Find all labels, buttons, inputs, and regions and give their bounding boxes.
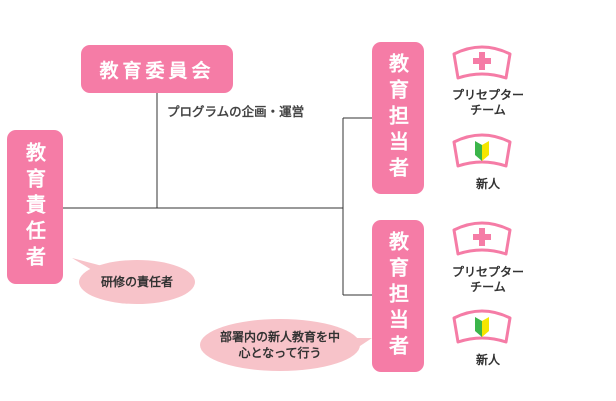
newbie-label-lower: 新人: [475, 353, 500, 367]
head-role-text: 研修の責任者: [100, 275, 173, 289]
beginner-mark-icon: [452, 309, 512, 344]
nurse-cap-icon: [452, 221, 512, 256]
head-role-bubble: 研修の責任者: [79, 262, 195, 302]
staff-box-upper: 教育担当者: [372, 42, 424, 194]
preceptor-label-upper: プリセプターチーム: [451, 88, 524, 117]
staff-box-lower: 教育担当者: [372, 220, 424, 372]
staff-title-lower: 教育担当者: [385, 231, 410, 361]
head-role-bubble-shape: [72, 258, 195, 304]
head-box: 教育責任者: [7, 130, 63, 284]
preceptor-label-lower: プリセプターチーム: [451, 265, 524, 294]
committee-role-label: プログラムの企画・運営: [167, 104, 305, 119]
staff-role-text: 部署内の新人教育を中心となって行う: [219, 330, 340, 360]
beginner-mark-icon: [452, 133, 512, 168]
nurse-cap-icon: [452, 45, 512, 80]
committee-title: 教育委員会: [99, 59, 215, 82]
staff-title-upper: 教育担当者: [385, 53, 410, 183]
staff-role-bubble-shape: [200, 319, 372, 371]
committee-box: 教育委員会: [81, 45, 233, 93]
staff-role-bubble: 部署内の新人教育を中心となって行う: [205, 325, 355, 365]
newbie-label-upper: 新人: [475, 177, 500, 191]
head-title: 教育責任者: [22, 142, 47, 272]
